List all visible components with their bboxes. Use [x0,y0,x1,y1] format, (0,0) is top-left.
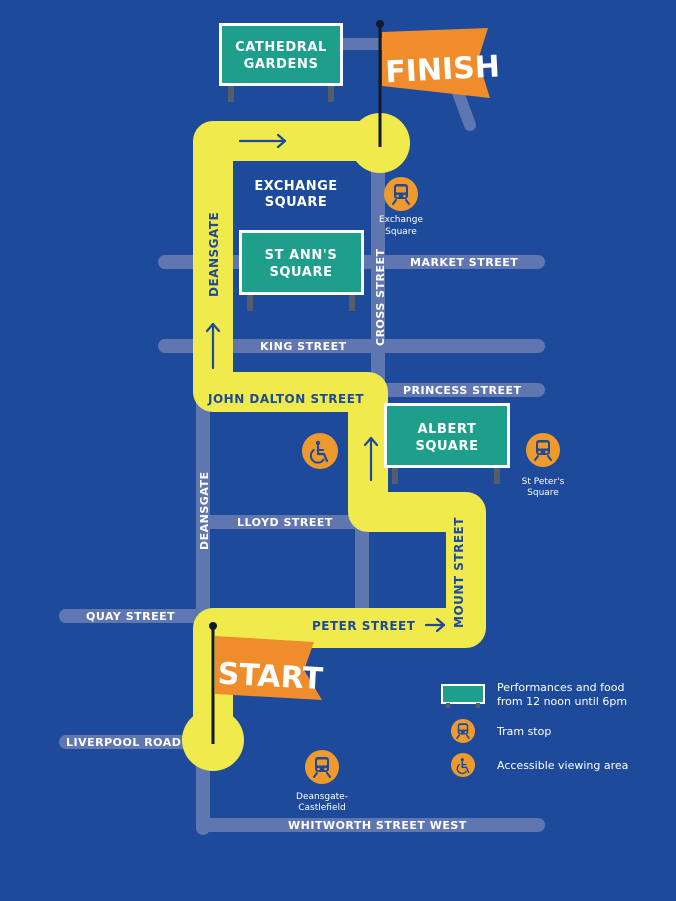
arrow-icon [205,322,221,370]
tram-stop-label: Deansgate- [296,792,348,802]
tram-stop-label: Exchange [379,215,423,225]
route-path [193,121,486,760]
label-liverpool-road: LIVERPOOL ROAD [66,736,181,749]
tram-stop-label: St Peter's [522,477,565,487]
label-peter-street: PETER STREET [312,619,416,633]
legend-label: Performances and food [497,681,624,694]
label-market-street: MARKET STREET [410,256,518,269]
accessible-viewing-area [302,433,338,469]
venue-label-line: ALBERT [417,422,476,437]
finish-flag: FINISH [376,20,501,147]
label-deansgate-lower: DEANSGATE [198,472,211,551]
legend-label: Tram stop [496,725,551,738]
label-lloyd-street: LLOYD STREET [237,516,333,529]
legend-label: from 12 noon until 6pm [497,695,627,708]
legend-label: Accessible viewing area [497,759,628,772]
tram-stop-label: Square [527,488,559,498]
route-arrows [205,133,446,633]
venue-label-line: ST ANN'S [265,248,338,263]
area-label-line: EXCHANGE [254,179,337,194]
arrow-icon [238,133,287,149]
tram-stop-label: Square [385,227,417,237]
label-king-street: KING STREET [260,340,347,353]
venue-albert-square: ALBERT SQUARE [384,403,510,484]
legend-accessible: Accessible viewing area [451,753,628,777]
label-john-dalton-street: JOHN DALTON STREET [207,392,364,406]
finish-label: FINISH [384,49,500,90]
arrow-icon [424,617,446,633]
venue-label-line: CATHEDRAL [235,40,327,55]
area-exchange-square: EXCHANGE SQUARE [254,179,337,210]
label-cross-street: CROSS STREET [374,248,387,346]
area-label-line: SQUARE [265,195,328,210]
legend-performances: Performances and food from 12 noon until… [441,681,627,708]
venue-label-line: GARDENS [244,57,319,72]
legend-tram-stop: Tram stop [451,719,551,743]
label-quay-street: QUAY STREET [86,610,175,623]
start-label: START [217,657,324,697]
start-flag: START [209,622,324,744]
label-princess-street: PRINCESS STREET [403,384,522,397]
legend: Performances and food from 12 noon until… [441,681,628,777]
venue-label-line: SQUARE [415,439,478,454]
tram-stop-exchange-square: Exchange Square [379,177,423,237]
label-mount-street: MOUNT STREET [452,517,466,628]
venue-cathedral-gardens: CATHEDRAL GARDENS [219,23,343,102]
arrow-icon [363,436,379,482]
label-whitworth-street-west: WHITWORTH STREET WEST [288,819,467,832]
venue-label-line: SQUARE [269,265,332,280]
venue-st-anns-square: ST ANN'S SQUARE [239,230,364,311]
tram-stop-st-peters-square: St Peter's Square [522,433,565,498]
tram-stop-deansgate-castlefield: Deansgate- Castlefield [296,750,348,813]
tram-stop-label: Castlefield [298,803,345,813]
label-deansgate: DEANSGATE [207,212,221,297]
